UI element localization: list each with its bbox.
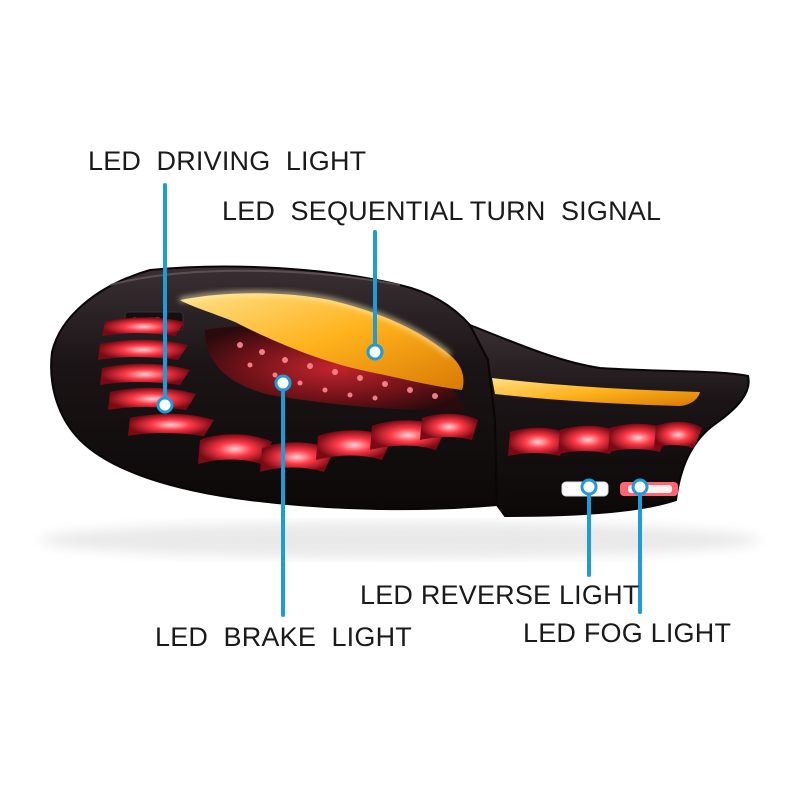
brake-led-array <box>237 342 438 401</box>
inner-lamp-housing <box>467 323 750 518</box>
trunk-turn-bar <box>492 378 700 406</box>
housing-highlight <box>109 269 401 286</box>
lower-fins-body <box>198 413 478 472</box>
label-reverse-light: LED REVERSE LIGHT <box>360 580 640 610</box>
turn-signal-glow <box>179 291 452 357</box>
turn-signal-blade <box>180 293 464 390</box>
callout-lines <box>163 183 642 617</box>
lower-fins-trunk <box>508 421 702 456</box>
floor-reflection <box>40 522 760 558</box>
label-fog-light: LED FOG LIGHT <box>523 618 732 648</box>
callout-dots <box>156 343 649 496</box>
label-brake-light: LED BRAKE LIGHT <box>155 622 412 652</box>
brake-chamber <box>205 326 465 411</box>
label-sequential-turn-signal: LED SEQUENTIAL TURN SIGNAL <box>222 196 662 226</box>
label-driving-light: LED DRIVING LIGHT <box>88 146 367 176</box>
